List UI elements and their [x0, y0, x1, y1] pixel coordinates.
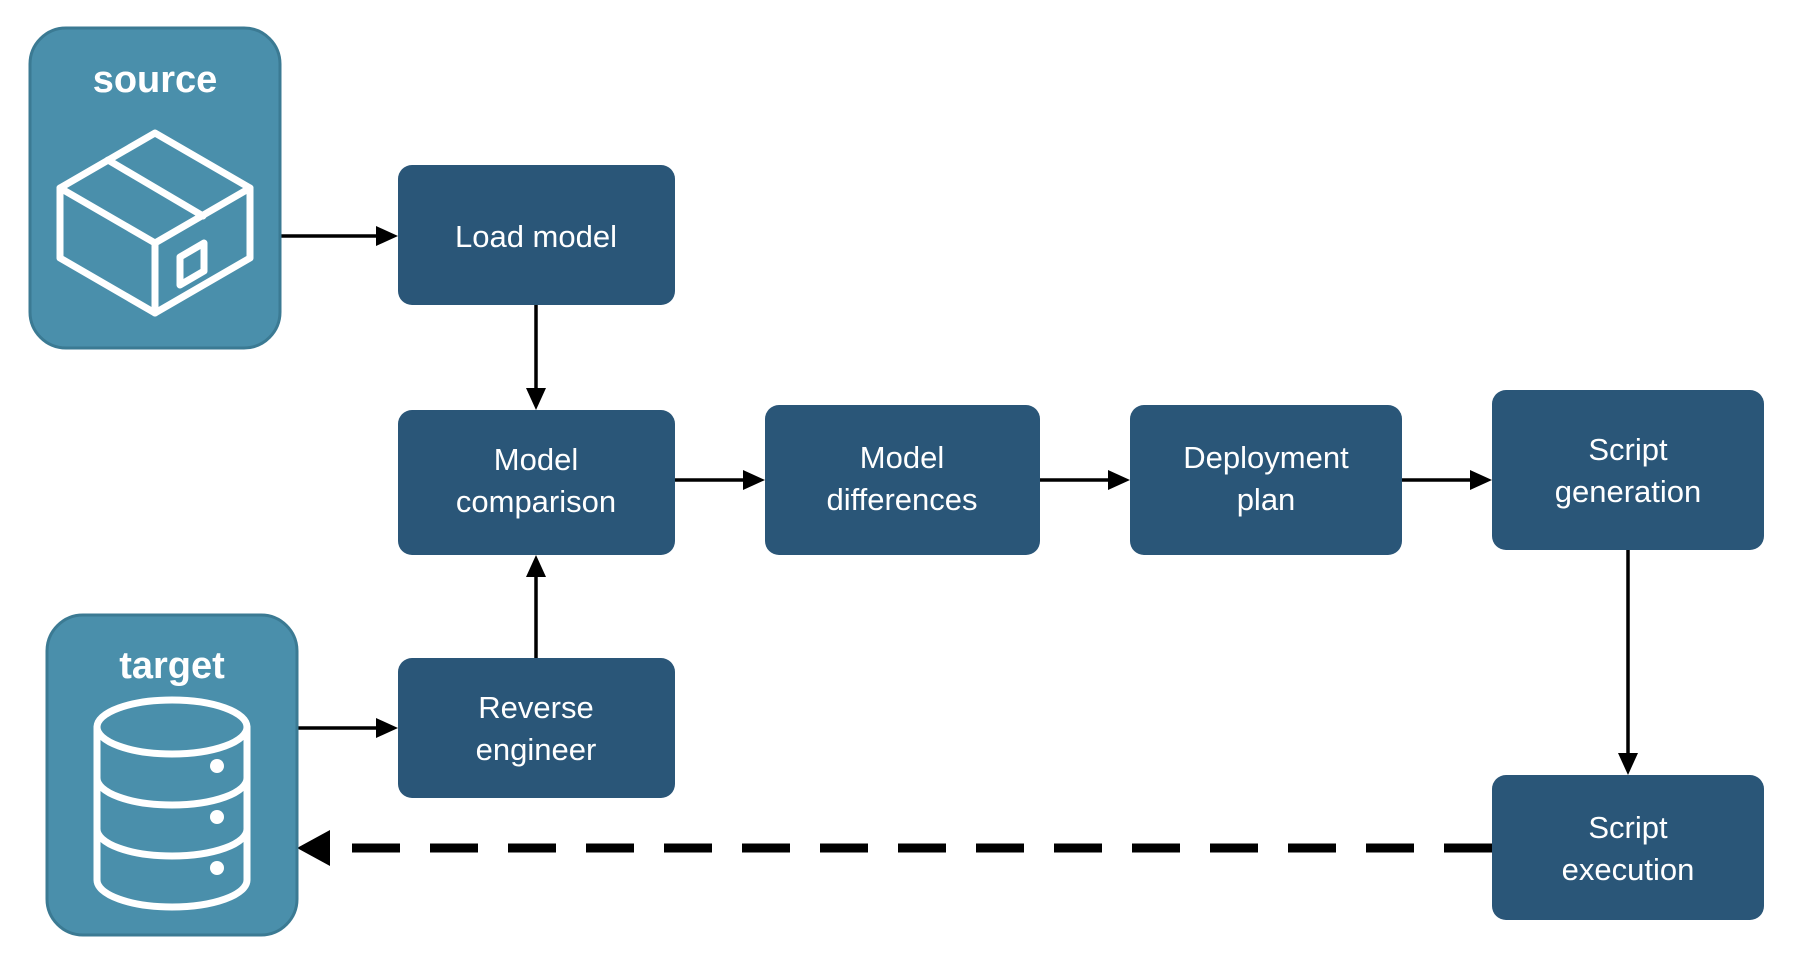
connector-model-differences-to-deployment-plan: [1040, 470, 1130, 490]
connector-deployment-plan-to-script-generation: [1402, 470, 1492, 490]
model-comparison-background: [398, 410, 675, 555]
model-differences-background: [765, 405, 1040, 555]
connector-reverse-engineer-to-model-comparison: [526, 555, 546, 658]
node-script-execution[interactable]: Script execution: [1492, 775, 1764, 920]
script-generation-label-line-2: generation: [1555, 474, 1702, 509]
script-execution-background: [1492, 775, 1764, 920]
node-target[interactable]: target: [45, 613, 299, 937]
connector-target-to-reverse-engineer: [297, 718, 398, 738]
reverse-engineer-label-line-1: Reverse: [478, 690, 593, 725]
node-script-generation[interactable]: Script generation: [1492, 390, 1764, 550]
load-model-label-line-1: Load model: [455, 219, 617, 254]
target-node-label: target: [119, 645, 225, 687]
deployment-plan-label-line-2: plan: [1237, 482, 1296, 517]
target-node-background: [45, 613, 299, 937]
connector-script-generation-to-script-execution: [1618, 550, 1638, 775]
node-reverse-engineer[interactable]: Reverse engineer: [398, 658, 675, 798]
script-execution-label-line-2: execution: [1562, 852, 1695, 887]
connector-script-execution-to-target: [297, 830, 1492, 866]
node-model-comparison[interactable]: Model comparison: [398, 410, 675, 555]
connector-source-to-load-model: [280, 226, 398, 246]
model-comparison-label-line-2: comparison: [456, 484, 616, 519]
script-generation-label-line-1: Script: [1588, 432, 1668, 467]
model-comparison-label-line-1: Model: [494, 442, 578, 477]
reverse-engineer-background: [398, 658, 675, 798]
reverse-engineer-label-line-2: engineer: [476, 732, 597, 767]
database-cylinder-icon: [93, 696, 251, 911]
load-model-background: [398, 165, 675, 305]
deployment-plan-label-line-1: Deployment: [1183, 440, 1349, 475]
script-generation-background: [1492, 390, 1764, 550]
node-deployment-plan[interactable]: Deployment plan: [1130, 405, 1402, 555]
connector-load-model-to-model-comparison: [526, 305, 546, 410]
node-model-differences[interactable]: Model differences: [765, 405, 1040, 555]
node-source[interactable]: source: [28, 26, 282, 350]
source-node-label: source: [93, 59, 218, 101]
model-differences-label-line-1: Model: [860, 440, 944, 475]
deployment-plan-background: [1130, 405, 1402, 555]
script-execution-label-line-1: Script: [1588, 810, 1668, 845]
model-differences-label-line-2: differences: [826, 482, 977, 517]
connector-model-comparison-to-model-differences: [675, 470, 765, 490]
node-load-model[interactable]: Load model: [398, 165, 675, 305]
package-box-icon: [56, 129, 254, 317]
